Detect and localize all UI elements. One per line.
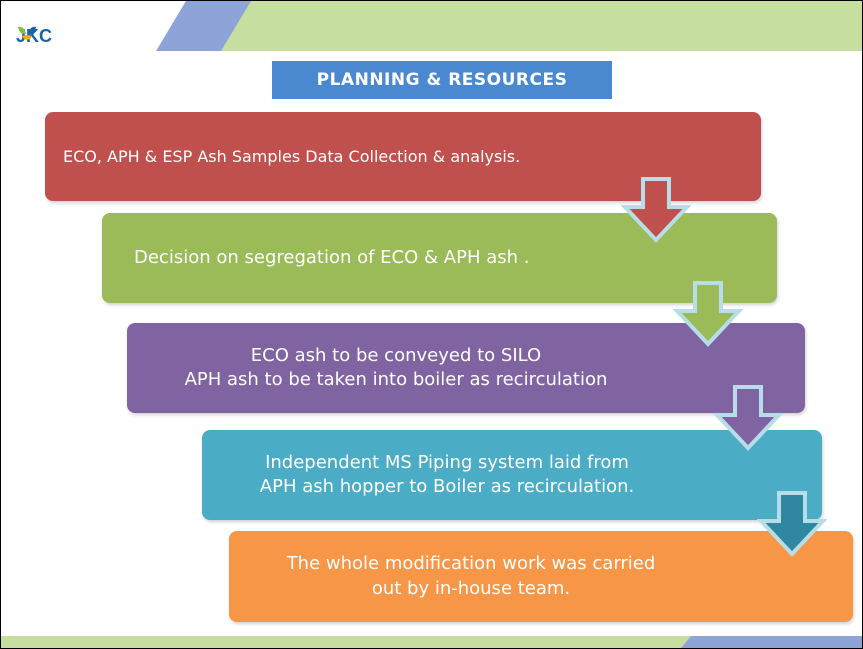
down-arrow-icon bbox=[713, 385, 783, 451]
step-4-text: Independent MS Piping system laid from A… bbox=[259, 451, 635, 497]
slide-title: PLANNING & RESOURCES bbox=[272, 61, 612, 99]
logo-icon bbox=[18, 26, 36, 40]
step-5-box: The whole modification work was carried … bbox=[229, 531, 853, 622]
header-band-graphic bbox=[1, 1, 862, 51]
header-bar: JKC bbox=[1, 1, 862, 51]
step-1-text: ECO, APH & ESP Ash Samples Data Collecti… bbox=[63, 146, 521, 166]
step-5-text: The whole modification work was carried … bbox=[286, 553, 656, 599]
step-2-text: Decision on segregation of ECO & APH ash… bbox=[134, 246, 530, 268]
step-3-box: ECO ash to be conveyed to SILO APH ash t… bbox=[127, 323, 805, 413]
footer-bar bbox=[1, 636, 862, 648]
down-arrow-icon bbox=[757, 491, 827, 557]
footer-band-graphic bbox=[1, 636, 862, 648]
down-arrow-icon bbox=[673, 281, 743, 347]
step-1-box: ECO, APH & ESP Ash Samples Data Collecti… bbox=[45, 112, 761, 201]
down-arrow-icon bbox=[621, 177, 691, 243]
step-4-box: Independent MS Piping system laid from A… bbox=[202, 430, 822, 520]
step-3-text: ECO ash to be conveyed to SILO APH ash t… bbox=[184, 344, 608, 390]
company-logo: JKC bbox=[16, 23, 52, 49]
logo-text: JKC bbox=[16, 25, 53, 46]
